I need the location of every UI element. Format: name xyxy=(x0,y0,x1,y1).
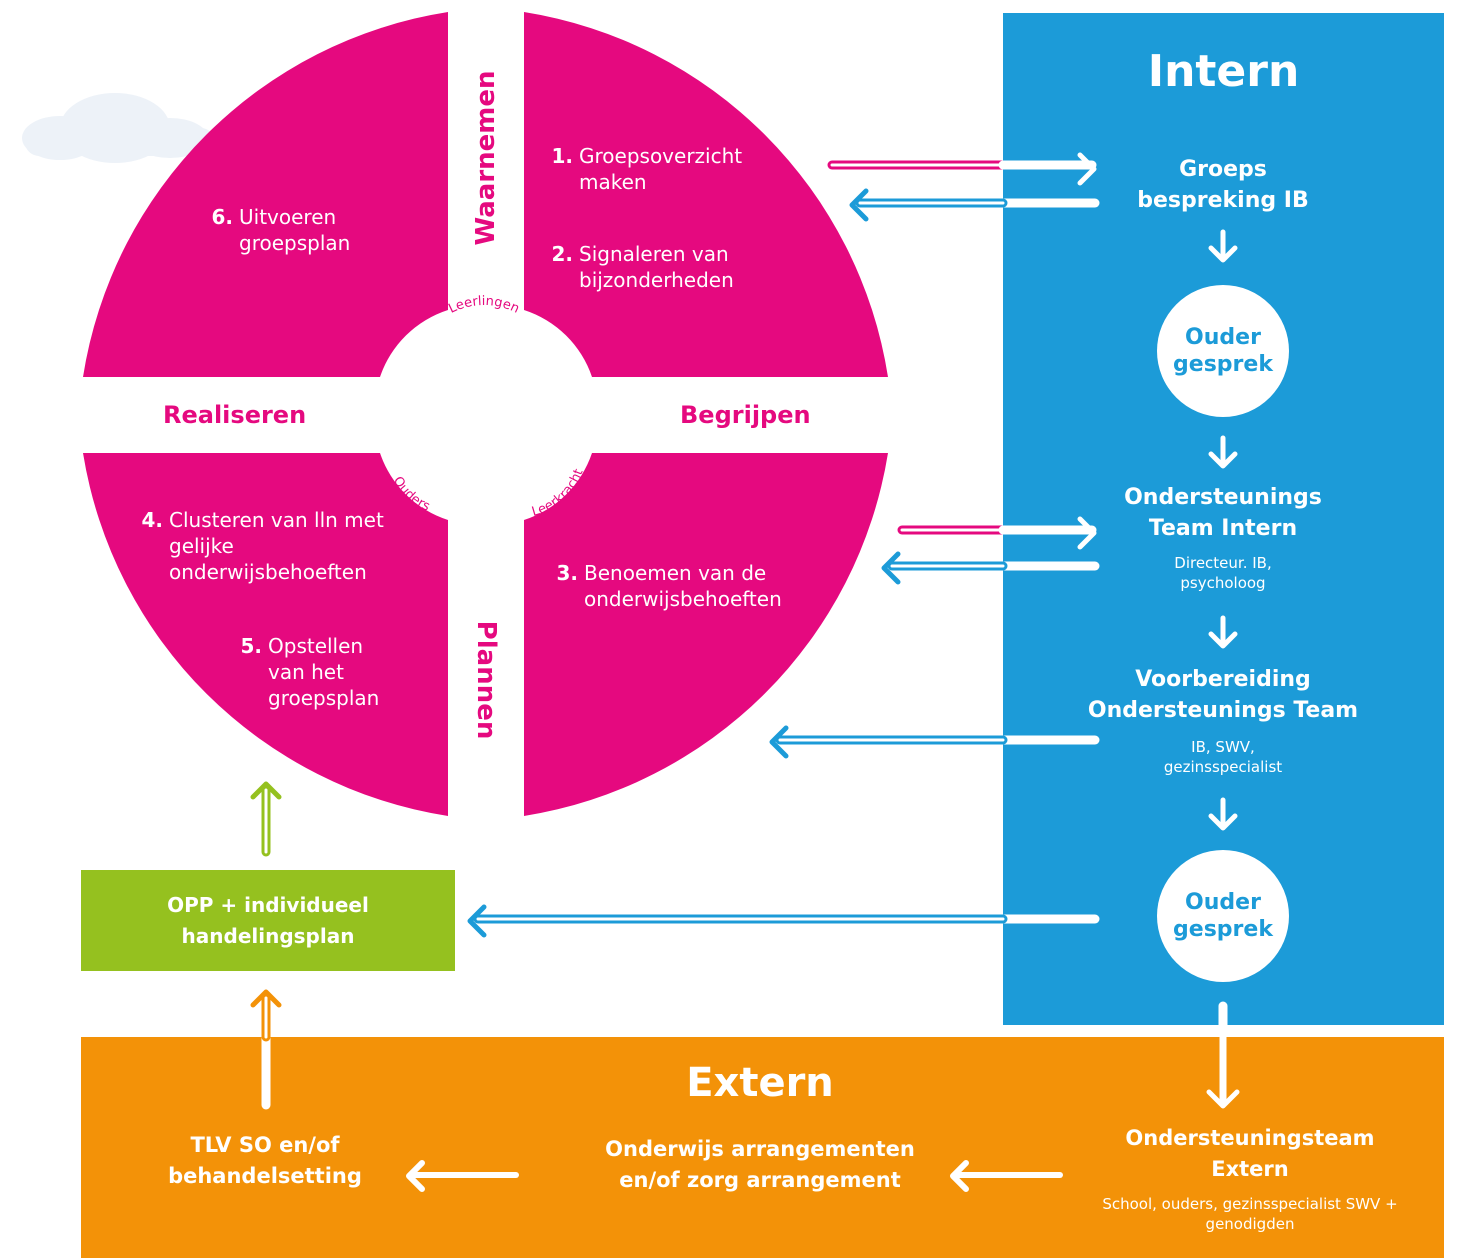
phase-begrijpen: Begrijpen xyxy=(680,401,811,429)
step-4: 4.Clusteren van lln met gelijke onderwij… xyxy=(141,508,384,584)
cycle-wheel xyxy=(83,12,888,816)
arrow-down-icon xyxy=(1208,797,1238,831)
opp-box-label: OPP + individueel handelingsplan xyxy=(167,892,369,948)
intern-step-groepsbespreking: Groeps bespreking IB xyxy=(1137,157,1309,213)
arrow-left-icon xyxy=(769,725,1100,759)
intern-step-oudergesprek-2: Ouder gesprek xyxy=(1157,850,1289,982)
step-3: 3.Benoemen van de onderwijsbehoeften xyxy=(556,561,782,611)
step-1: 1.Groepsoverzicht maken xyxy=(551,144,743,194)
intern-step-voorbereiding-sub: IB, SWV, gezinsspecialist xyxy=(1163,738,1283,776)
arrow-up-icon xyxy=(250,989,282,1110)
arrow-left-icon xyxy=(849,188,1100,222)
intern-step-ondersteuningsteam-intern-sub: Directeur. IB, psycholoog xyxy=(1174,554,1272,592)
center-label-leerlingen: Leerlingen xyxy=(446,294,521,317)
arrow-down-icon xyxy=(1208,615,1238,649)
step-6: 6.Uitvoeren groepsplan xyxy=(211,205,351,255)
quadrant-top-right xyxy=(524,12,888,377)
step-2: 2.Signaleren van bijzonderheden xyxy=(551,242,734,292)
arrow-left-icon xyxy=(950,1160,1063,1192)
quadrant-bottom-right xyxy=(524,453,888,816)
arrow-left-icon xyxy=(881,551,1100,585)
extern-step-ondersteuningsteam-sub: School, ouders, gezinsspecialist SWV + g… xyxy=(1102,1195,1398,1233)
phase-realiseren: Realiseren xyxy=(163,401,307,429)
arrow-right-icon xyxy=(897,516,1097,550)
opp-box: OPP + individueel handelingsplan xyxy=(81,870,455,971)
intern-title: Intern xyxy=(1147,46,1300,97)
quadrant-bottom-left xyxy=(83,453,448,816)
extern-panel xyxy=(81,1037,1444,1258)
arrow-left-icon xyxy=(467,904,1100,938)
intern-step-oudergesprek-1: Ouder gesprek xyxy=(1157,285,1289,417)
arrow-down-icon xyxy=(1206,1001,1240,1109)
extern-step-ondersteuningsteam: Ondersteuningsteam Extern xyxy=(1125,1126,1375,1181)
cloud-icon xyxy=(22,93,215,163)
extern-step-arrangementen: Onderwijs arrangementen en/of zorg arran… xyxy=(605,1137,915,1192)
phase-waarnemen: Waarnemen xyxy=(471,70,501,246)
arrow-down-icon xyxy=(1208,435,1238,469)
phase-plannen: Plannen xyxy=(471,620,501,740)
intern-step-voorbereiding: Voorbereiding Ondersteunings Team xyxy=(1087,667,1359,723)
quadrant-top-left xyxy=(83,12,448,377)
extern-title: Extern xyxy=(686,1060,834,1106)
arrow-down-icon xyxy=(1208,229,1238,263)
extern-step-tlv: TLV SO en/of behandelsetting xyxy=(168,1133,362,1188)
step-5: 5.Opstellen van het groepsplan xyxy=(240,634,380,710)
arrow-right-icon xyxy=(827,152,1097,186)
arrow-up-icon xyxy=(250,781,282,857)
arrow-left-icon xyxy=(406,1160,519,1192)
intern-step-ondersteuningsteam-intern: Ondersteunings Team Intern xyxy=(1124,485,1322,541)
